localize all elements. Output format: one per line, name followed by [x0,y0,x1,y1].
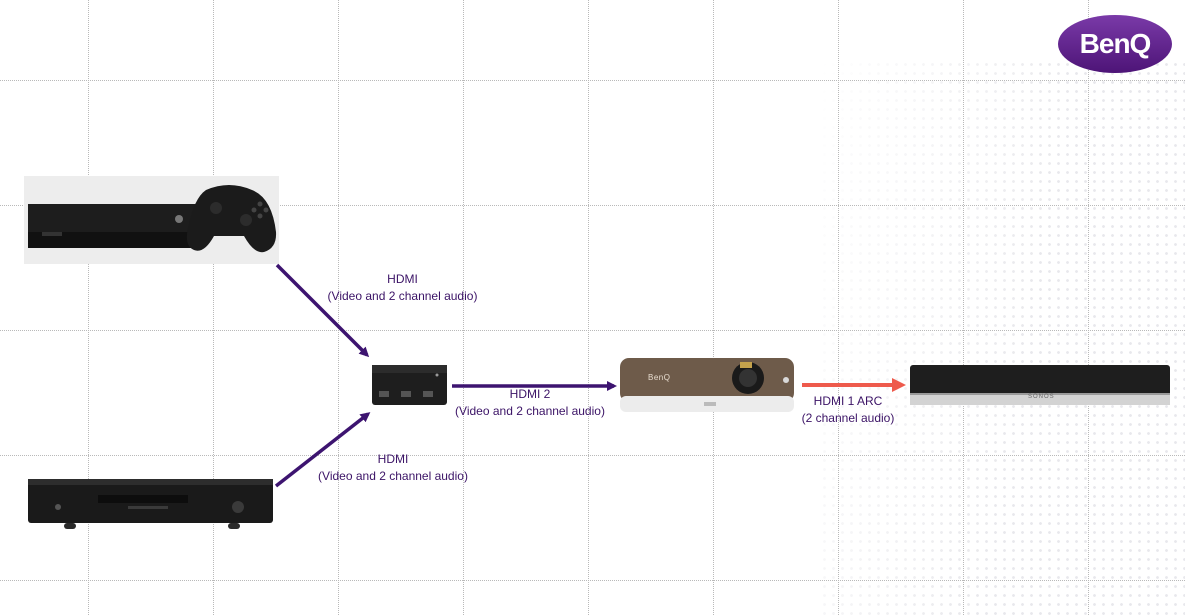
projector-image: BenQ [618,356,796,418]
connection-subtitle: (2 channel audio) [801,411,895,425]
connection-label-arc: HDMI 1 ARC (2 channel audio) [798,393,898,427]
grid-line [0,580,1185,581]
connection-title: HDMI 1 ARC [813,394,883,408]
connection-subtitle: (Video and 2 channel audio) [318,469,468,483]
connection-title: HDMI [377,452,409,466]
logo-text: BenQ [1079,28,1152,59]
grid-line [0,205,1185,206]
xbox-console-image [24,176,279,264]
grid-line [0,455,1185,456]
soundbar-image: SONOS [910,364,1170,406]
projector-badge: BenQ [648,373,671,382]
grid-line [0,80,1185,81]
connection-label-bluray: HDMI (Video and 2 channel audio) [314,451,472,485]
benq-logo: BenQ [1057,14,1173,74]
grid-line [338,0,339,615]
grid-line [0,330,1185,331]
blu-ray-player-image [28,473,273,531]
grid-line [463,0,464,615]
connection-title: HDMI 2 [509,387,551,401]
connection-subtitle: (Video and 2 channel audio) [455,404,605,418]
grid-line [213,0,214,615]
connection-label-switch: HDMI 2 (Video and 2 channel audio) [452,386,608,420]
connection-subtitle: (Video and 2 channel audio) [327,289,478,303]
arrow-xbox-to-switch [275,263,370,358]
hdmi-switch-image [371,363,448,407]
grid-line [588,0,589,615]
grid-line [88,0,89,615]
connection-title: HDMI [387,272,418,286]
grid-line [713,0,714,615]
decorative-dot-pattern [820,60,1185,615]
arrow-bluray-to-switch [274,412,371,488]
connection-label-xbox: HDMI (Video and 2 channel audio) [325,271,480,305]
soundbar-badge: SONOS [1028,394,1055,400]
